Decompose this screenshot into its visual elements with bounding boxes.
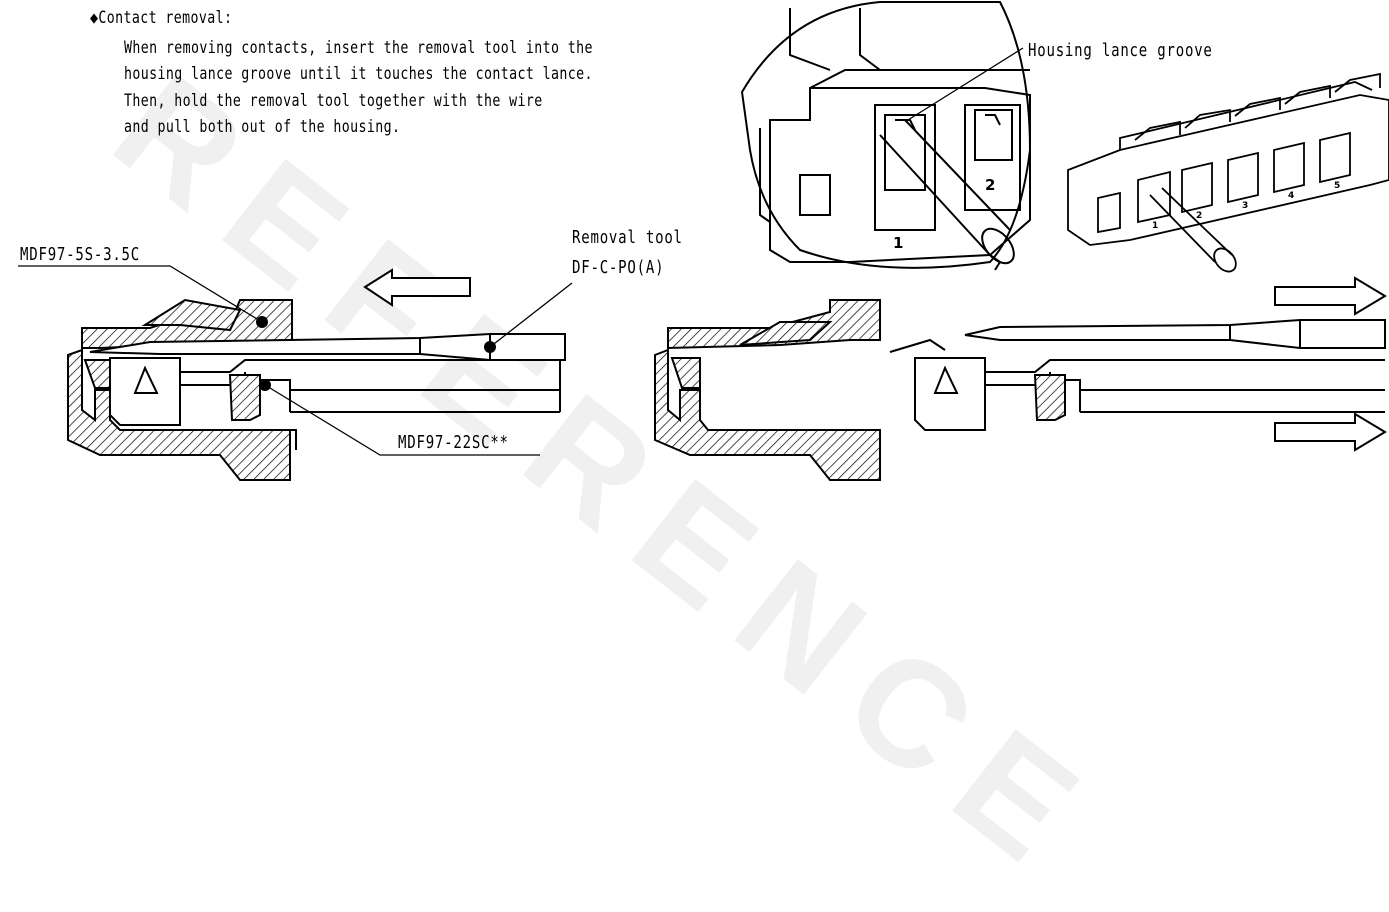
housing-number-5: 5 <box>1334 181 1340 191</box>
housing-number-4: 4 <box>1288 191 1294 201</box>
instruction-line-1: When removing contacts, insert the remov… <box>124 38 593 58</box>
right-arrow-bottom-icon <box>1274 412 1387 452</box>
diagram-canvas: 1 2 1 2 3 4 5 <box>18 1 1389 481</box>
housing-number-3: 3 <box>1242 201 1248 211</box>
housing-number-1: 1 <box>1152 221 1158 231</box>
removal-tool-name-label: Removal tool <box>572 227 683 248</box>
housing-part-label: MDF97-5S-3.5C <box>20 244 141 265</box>
closeup-number-2: 2 <box>985 176 995 194</box>
groove-leader-line <box>907 47 1024 121</box>
instruction-line-4: and pull both out of the housing. <box>124 117 401 137</box>
instructions-heading: ◆Contact removal: <box>90 8 233 28</box>
left-arrow-icon <box>363 268 471 307</box>
contact-part-label: MDF97-22SC** <box>398 432 509 453</box>
removal-tool-part-label: DF-C-PO(A) <box>572 257 665 278</box>
housing-lance-groove-label: Housing lance groove <box>1028 40 1213 61</box>
right-arrow-top-icon <box>1274 276 1387 316</box>
left-leaders <box>18 265 573 456</box>
contact-callout-dot <box>259 379 271 391</box>
instruction-line-3: Then, hold the removal tool together wit… <box>124 91 543 111</box>
instruction-line-2: housing lance groove until it touches th… <box>124 64 593 84</box>
closeup-number-1: 1 <box>893 234 903 252</box>
tool-callout-dot <box>484 341 496 353</box>
right-cross-section <box>654 276 1387 481</box>
housing-callout-dot <box>256 316 268 328</box>
housing-iso-view <box>1067 72 1389 273</box>
left-cross-section <box>67 268 566 481</box>
closeup-view <box>740 1 1032 271</box>
housing-number-2: 2 <box>1196 211 1202 221</box>
